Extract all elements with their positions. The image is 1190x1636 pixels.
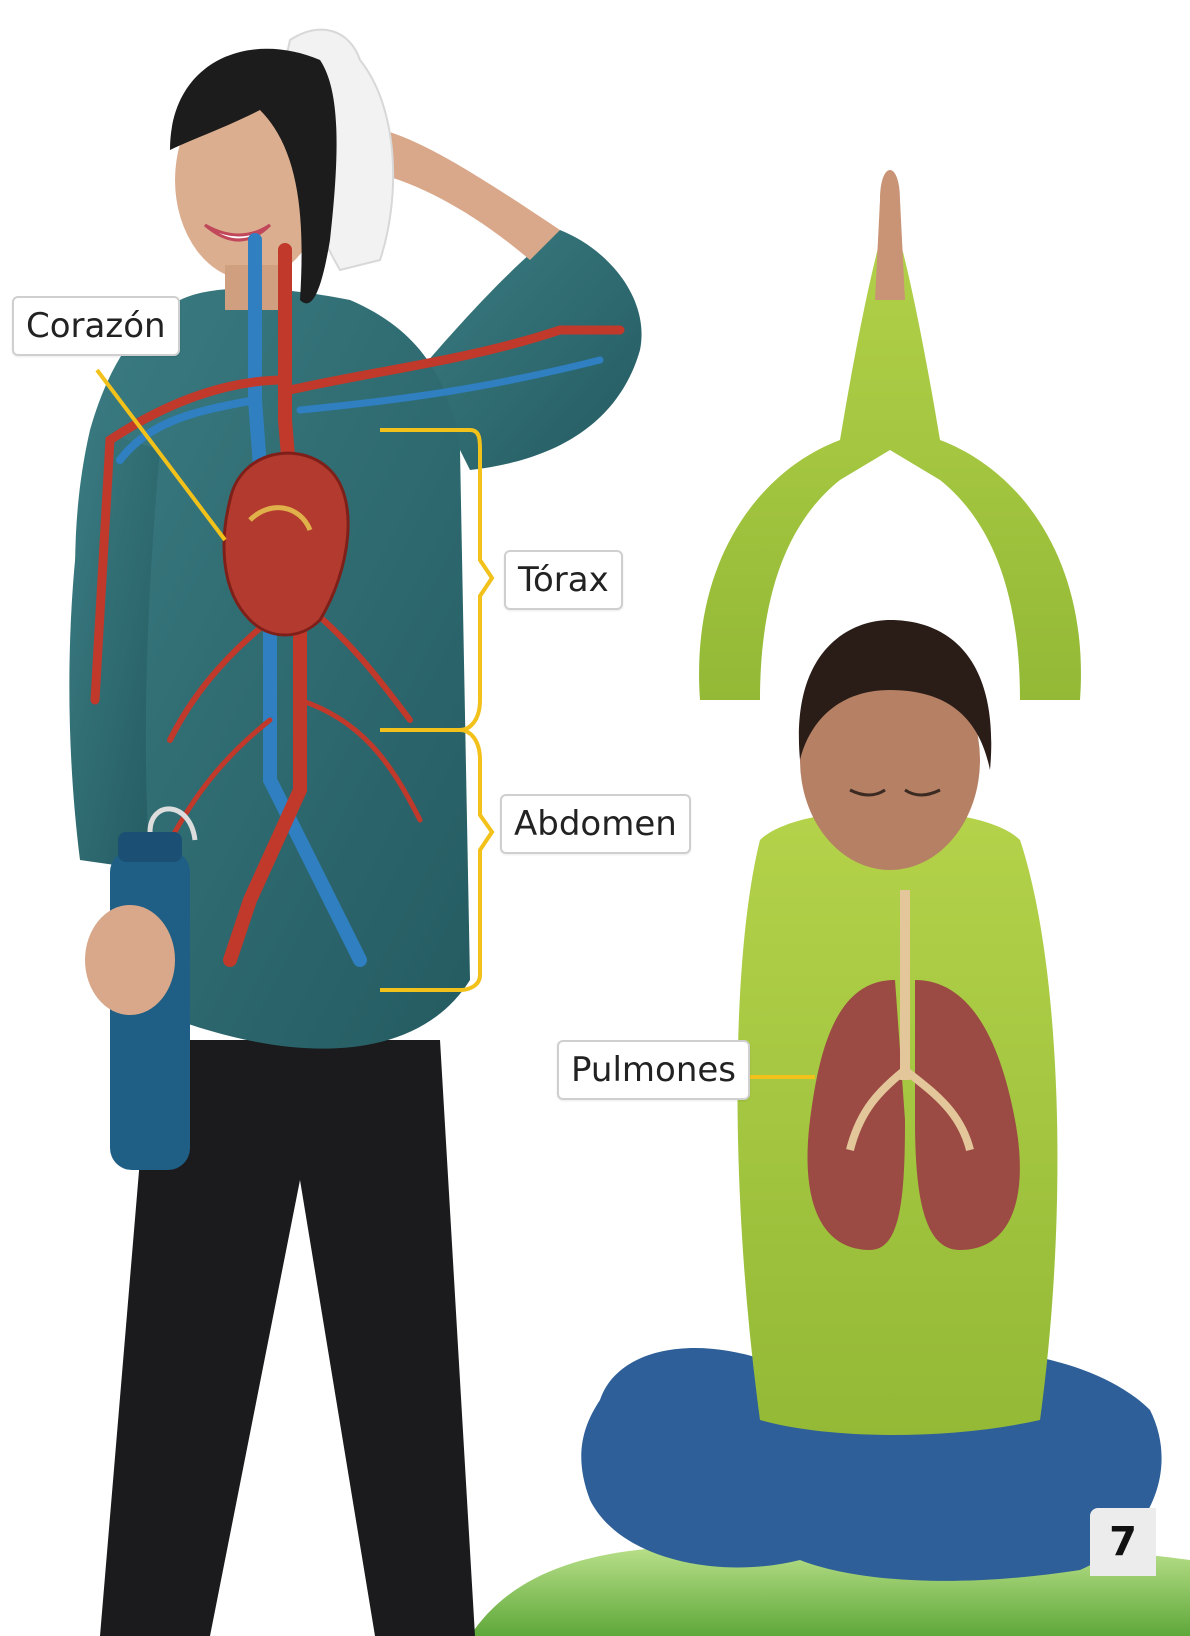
label-corazon: Corazón [12, 296, 180, 356]
page-number: 7 [1090, 1508, 1156, 1576]
girl-figure [581, 170, 1161, 1581]
trachea [900, 890, 910, 1080]
label-torax: Tórax [504, 550, 623, 610]
label-abdomen: Abdomen [500, 794, 691, 854]
label-pulmones: Pulmones [557, 1040, 750, 1100]
